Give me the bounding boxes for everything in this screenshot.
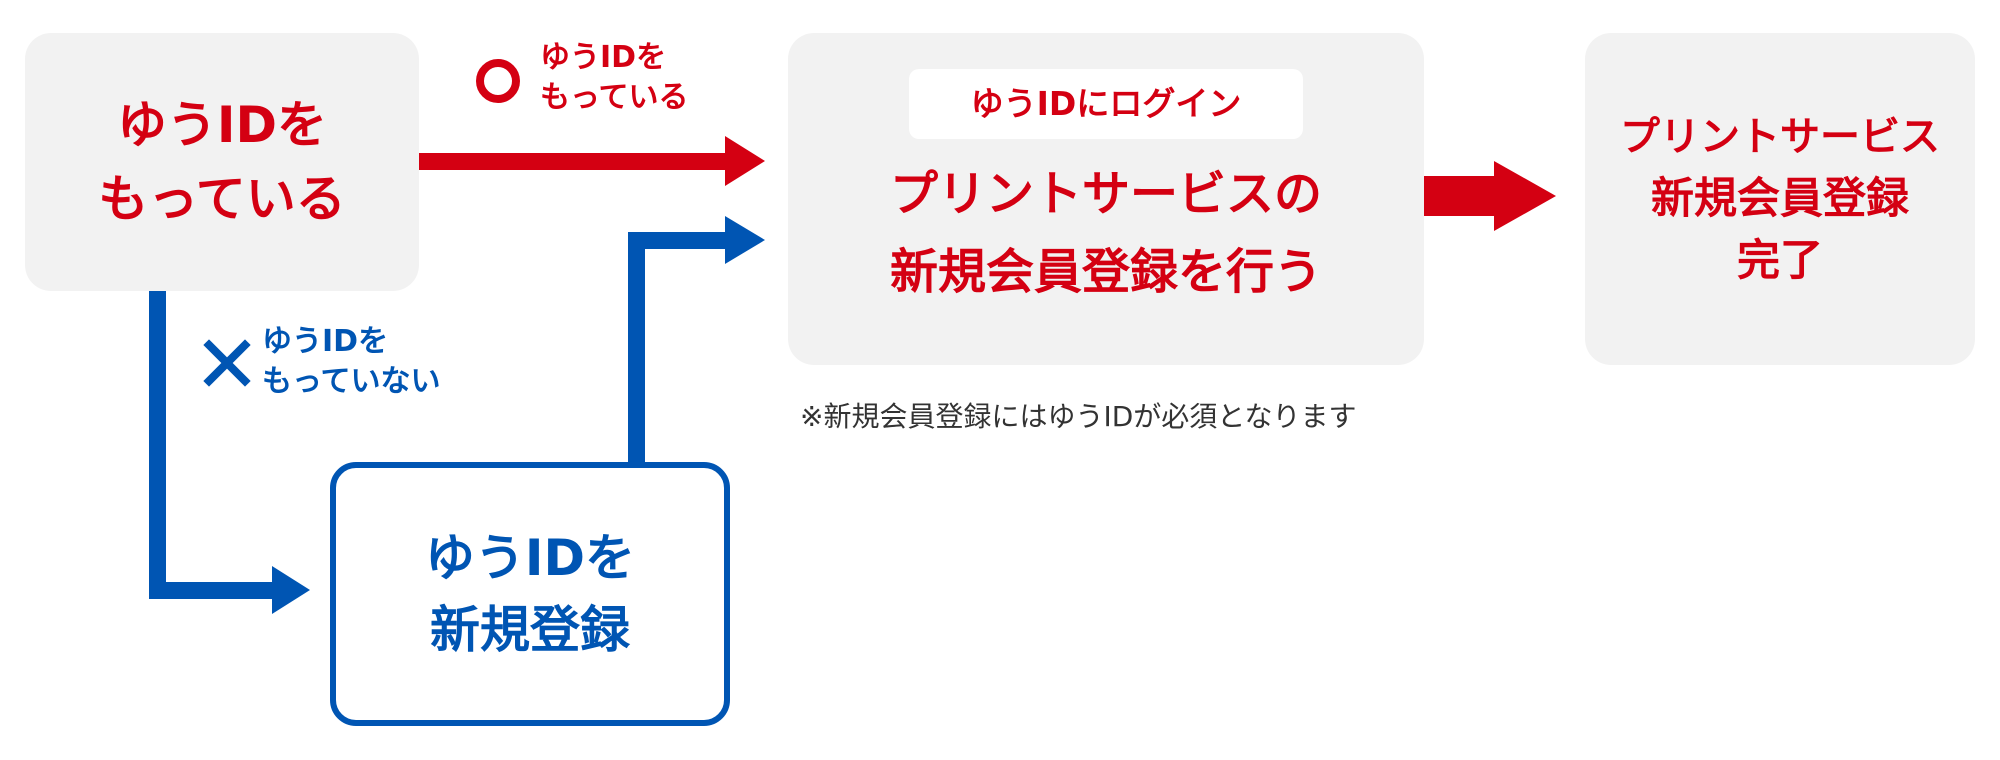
footnote: ※新規会員登録にはゆうIDが必須となります	[800, 400, 1357, 433]
edge-label-not-have-line2: もっていない	[262, 364, 441, 399]
edge-label-not-have: ゆうIDを もっていない	[262, 322, 441, 402]
login-main-text: プリントサービスの 新規会員登録を行う	[890, 155, 1322, 311]
node-complete: プリントサービス 新規会員登録 完了	[1585, 33, 1975, 365]
edge-label-not-have-line1: ゆうIDを	[262, 324, 389, 359]
node-register-id-line1: ゆうIDを	[424, 529, 636, 587]
node-complete-line1: プリントサービス	[1620, 114, 1940, 160]
arrow-login-to-complete	[1424, 161, 1556, 231]
node-complete-line2: 新規会員登録	[1651, 174, 1909, 224]
circle-symbol-icon	[476, 59, 520, 103]
node-have-id-line2: もっている	[98, 170, 346, 228]
arrow-register-to-login	[628, 216, 765, 462]
edge-label-have-line1: ゆうIDを	[540, 40, 667, 75]
arrow-have-to-login	[419, 136, 765, 186]
arrow-have-to-register	[149, 291, 310, 614]
edge-label-have-line2: もっている	[540, 80, 689, 115]
edge-label-have: ゆうIDを もっている	[540, 38, 689, 118]
login-pill: ゆうIDにログイン	[909, 69, 1303, 139]
node-login-register: ゆうIDにログイン プリントサービスの 新規会員登録を行う	[788, 33, 1424, 365]
node-register-id-line2: 新規登録	[430, 601, 630, 659]
node-login-line2: 新規会員登録を行う	[889, 244, 1322, 300]
node-complete-line3: 完了	[1737, 236, 1823, 286]
node-have-id-line1: ゆうIDを	[116, 96, 328, 154]
cross-symbol-icon	[203, 339, 251, 387]
node-register-id: ゆうIDを 新規登録	[330, 462, 730, 726]
node-login-line1: プリントサービスの	[889, 166, 1322, 222]
node-have-id: ゆうIDを もっている	[25, 33, 419, 291]
